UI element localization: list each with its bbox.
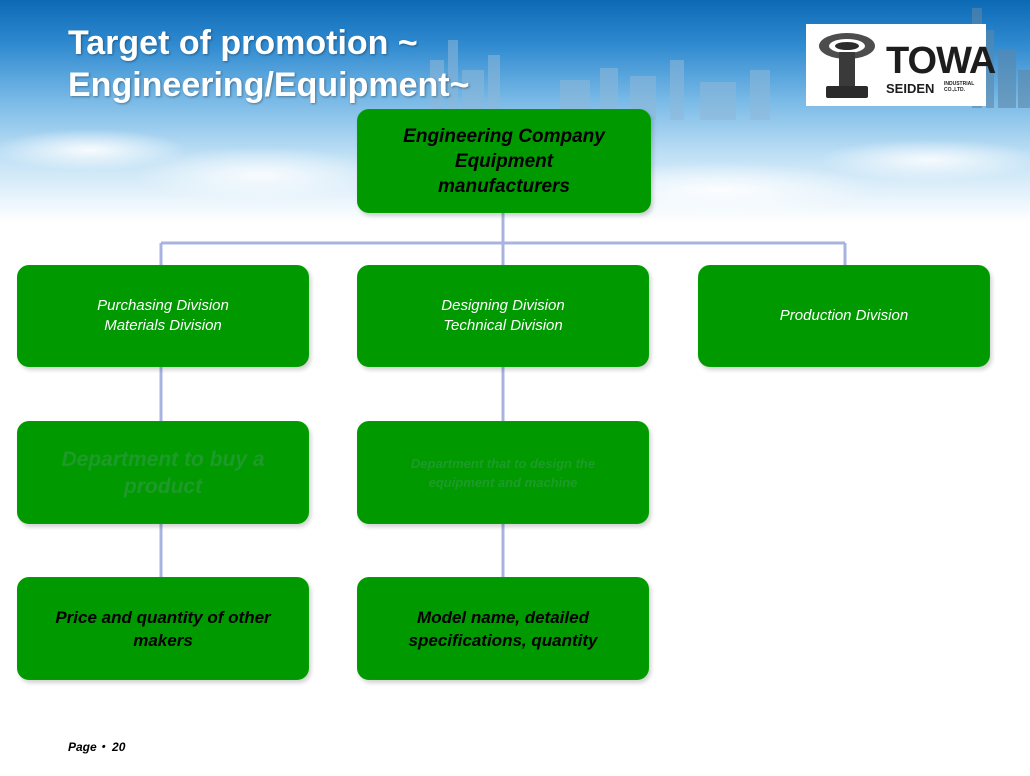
org-node-purchasing-division: Purchasing Division Materials Division [17,265,309,367]
node-text-line: Designing Division [441,297,565,314]
org-node-department-design: Department that to design the equipment … [357,421,649,524]
node-text-line: equipment and machine [428,474,578,490]
node-text-line: Technical Division [443,317,563,334]
org-node-designing-division: Designing Division Technical Division [357,265,649,367]
node-text-line: Price and quantity of other [55,607,271,627]
node-text-line: specifications, quantity [408,630,598,650]
node-text-line: Model name, detailed [417,607,589,627]
node-text-line: Equipment [454,150,554,172]
node-text-line: makers [133,630,193,650]
node-text-line: Engineering Company [403,125,605,147]
node-text-line: Materials Division [104,317,222,334]
company-logo: TOWA SEIDEN INDUSTRIAL CO.,LTD. [806,24,996,106]
logo-industrial-text: INDUSTRIAL CO.,LTD. [944,81,975,93]
org-node-engineering-company: Engineering Company Equipment manufactur… [357,109,651,213]
page-number: Page・ 20 [68,740,126,754]
org-node-model-specifications: Model name, detailed specifications, qua… [357,577,649,680]
node-text-line: Department to buy a [61,447,265,471]
node-text-line: Department that to design the [410,455,596,471]
node-text-line: product [123,474,203,498]
title-line-1: Target of promotion ~ [68,24,418,62]
title-block: Target of promotion ~ Engineering/Equipm… [68,22,469,106]
logo-seiden-text: SEIDEN [886,81,935,96]
org-node-department-buy: Department to buy a product [17,421,309,524]
node-text-line: Purchasing Division [97,297,229,314]
logo-towa-text: TOWA [886,40,996,82]
org-node-price-quantity: Price and quantity of other makers [17,577,309,680]
towa-valve-icon [819,33,875,98]
org-node-production-division: Production Division [698,265,990,367]
node-text-line: Production Division [779,307,909,324]
title-line-2: Engineering/Equipment~ [68,66,470,104]
node-text-line: manufacturers [438,175,570,197]
